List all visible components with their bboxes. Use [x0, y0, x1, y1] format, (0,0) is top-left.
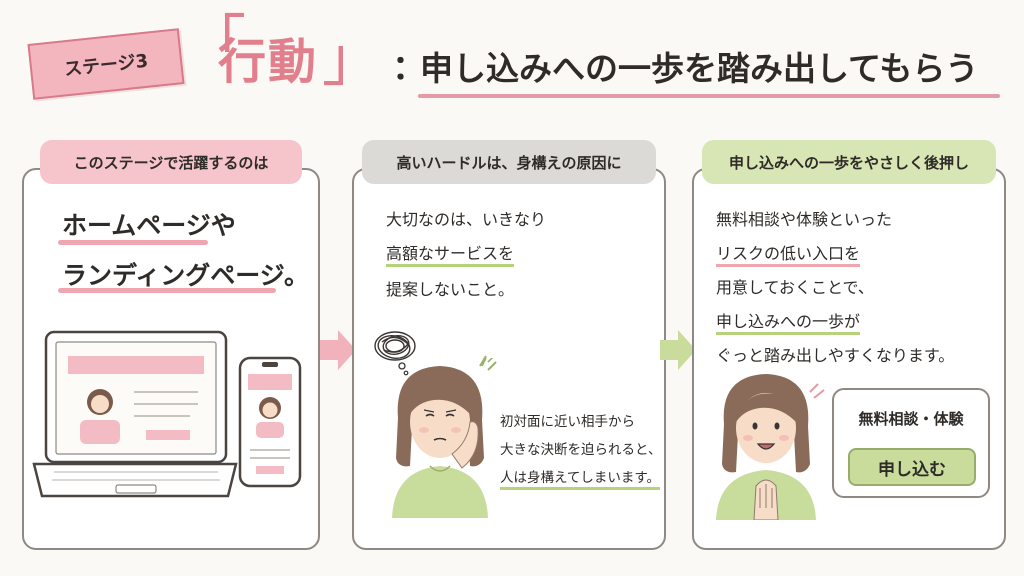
panel-3-header: 申し込みへの一歩をやさしく後押し [702, 140, 996, 184]
title-underline [418, 94, 1000, 98]
laptop-icon [32, 330, 238, 498]
panel-1-line-2: ランディングページ。 [62, 261, 310, 290]
panel-3-line-2: リスクの低い入口を [716, 244, 861, 267]
apply-button[interactable]: 申し込む [848, 448, 976, 486]
panel-3-line-4-wrap: 申し込みへの一歩が [716, 308, 861, 335]
panel-2-header: 高いハードルは、身構えの原因に [362, 140, 656, 184]
stage-label: ステージ3 [63, 50, 150, 81]
consult-card-label: 無料相談・体験 [858, 410, 964, 428]
panel-2-caption-2: 大きな決断を迫られると、 [500, 442, 662, 458]
panel-2-caption-1: 初対面に近い相手から [500, 414, 635, 430]
panel-3-line-5: ぐっと踏み出しやすくなります。 [716, 346, 955, 365]
consult-card: 無料相談・体験 申し込む [832, 388, 990, 498]
woman-worried-illustration [392, 358, 494, 518]
smartphone-icon [238, 356, 302, 488]
panel-3-line-2-wrap: リスクの低い入口を [716, 240, 861, 267]
arrow-right-icon [320, 330, 356, 370]
panel-1-line-1: ホームページや [62, 211, 236, 240]
panel-2-line-3: 提案しないこと。 [386, 280, 515, 299]
woman-happy-illustration [716, 374, 816, 520]
panel-2-line-2-wrap: 高額なサービスを [386, 240, 515, 267]
panel-3-line-3: 用意しておくことで、 [716, 278, 874, 297]
sparkle-lines-icon [809, 383, 825, 399]
panel-1-underline-2 [58, 288, 276, 293]
title-action-word: 行動 [218, 34, 319, 90]
panel-1-header: このステージで活躍するのは [40, 140, 302, 184]
sweat-mark-icon [479, 355, 497, 371]
panel-2-line-1: 大切なのは、いきなり [386, 210, 547, 229]
title-colon: ： [392, 48, 426, 88]
page-title: 申し込みへの一歩を踏み出してもらう [420, 49, 979, 88]
panel-1-underline-1 [58, 240, 208, 245]
title-bracket-close: 」 [322, 25, 382, 95]
title-bracket-open: 「 [186, 9, 246, 79]
panel-2-caption-3: 人は身構えてしまいます。 [500, 470, 660, 490]
stage-tag: ステージ3 [27, 28, 185, 100]
arrow-right-icon [660, 330, 696, 370]
scribble-thought-icon [374, 331, 416, 376]
panel-3-line-4: 申し込みへの一歩が [716, 312, 861, 335]
panel-2-line-2: 高額なサービスを [386, 244, 515, 267]
panel-3-line-1: 無料相談や体験といった [716, 210, 893, 229]
panel-2-caption-3-wrap: 人は身構えてしまいます。 [500, 466, 660, 490]
